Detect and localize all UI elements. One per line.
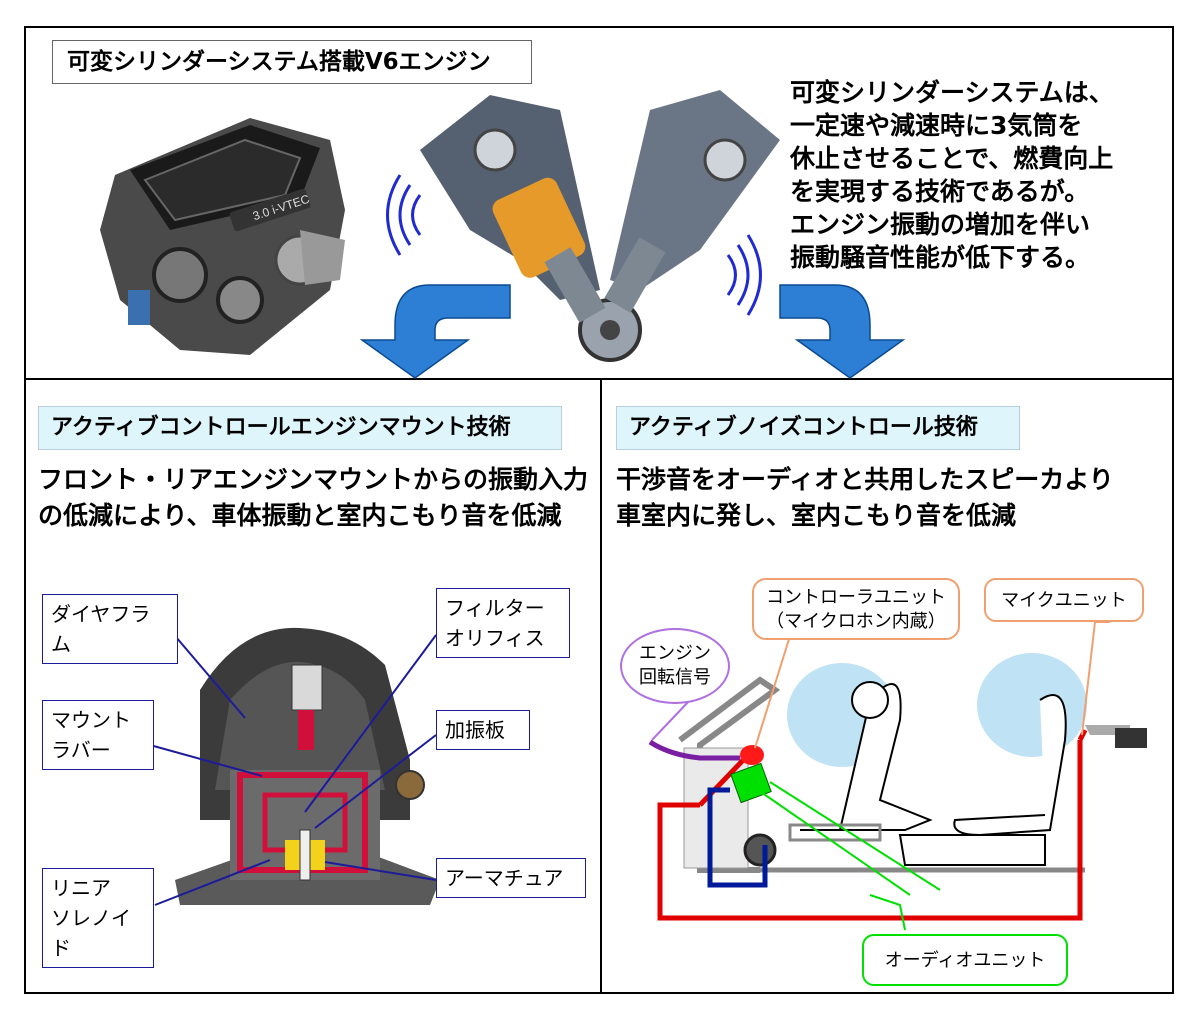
left-section-heading: アクティブコントロールエンジンマウント技術 [38,406,562,450]
wire-blue [707,787,768,888]
vibration-waves-right [726,234,762,316]
rear-speaker [1115,728,1147,748]
label-armature: アーマチュア [436,858,586,898]
bubble-mic-unit: マイクユニット [984,578,1144,622]
outer-frame [24,26,1174,994]
bubble-engine-signal: エンジン 回転信号 [620,628,730,704]
section-divider-vertical [600,378,602,994]
left-section-text: フロント・リアエンジンマウントからの振動入力 の低減により、車体振動と室内こもり… [38,465,589,530]
right-section-text: 干渉音をオーディオと共用したスピーカより 車室内に発し、室内こもり音を低減 [616,465,1114,530]
mount-leader-lines [149,629,437,906]
right-section-heading: アクティブノイズコントロール技術 [616,406,1020,450]
controller-unit-marker [740,745,764,765]
label-linear-solenoid: リニア ソレノイド [42,868,154,968]
label-exciter-plate: 加振板 [436,710,530,750]
vibration-waves-left [386,174,422,256]
label-filter-orifice: フィルター オリフィス [436,588,570,658]
bubble-audio-unit: オーディオユニット [862,934,1068,986]
v-engine-cutaway-image [420,90,780,362]
label-mount-rubber: マウント ラバー [42,700,154,770]
wire-purple [648,739,740,761]
wire-red [657,740,1083,921]
section-divider-horizontal [24,378,1174,380]
label-diaphragm: ダイヤフラム [42,594,178,664]
arrow-down-left [359,284,511,379]
top-title: 可変シリンダーシステム搭載V6エンジン [52,40,532,84]
anc-car-diagram [648,621,1147,931]
arrow-down-right [779,284,906,379]
v6-engine-image: 3.0 i-VTEC [100,118,345,355]
bubble-controller-unit: コントローラユニット （マイクロホン内蔵） [752,578,960,640]
engine-mount-cutaway-image [175,627,440,905]
noise-zone-rear [977,653,1087,757]
top-description: 可変シリンダーシステムは、 一定速や減速時に3気筒を 休止させることで、燃費向上… [790,78,1114,272]
